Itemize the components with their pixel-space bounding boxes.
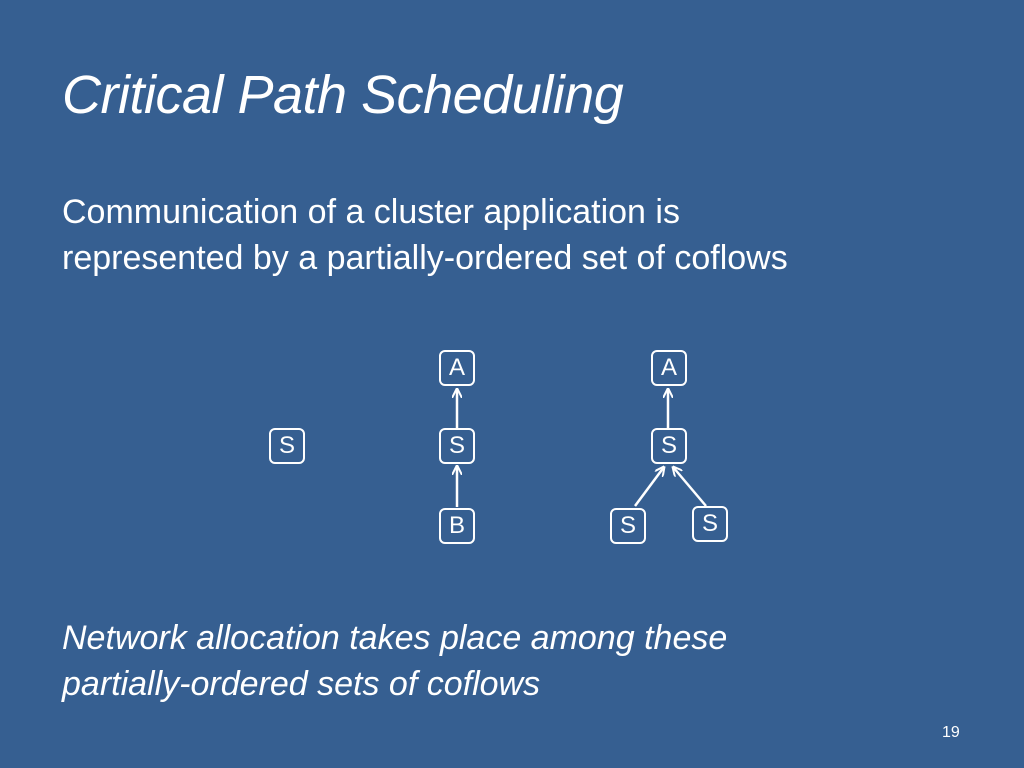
- page-number: 19: [942, 724, 960, 741]
- node-g1-s: S: [269, 428, 305, 464]
- node-g2-b: B: [439, 508, 475, 544]
- body-line-2: represented by a partially-ordered set o…: [62, 239, 788, 277]
- footer-text: Network allocation takes place among the…: [62, 615, 727, 707]
- body-line-1: Communication of a cluster application i…: [62, 193, 680, 231]
- body-text: Communication of a cluster application i…: [62, 189, 788, 281]
- edge-g3-right-to-s: [673, 467, 707, 507]
- slide-title: Critical Path Scheduling: [62, 65, 624, 125]
- node-g3-s-left: S: [610, 508, 646, 544]
- node-g2-a: A: [439, 350, 475, 386]
- node-g3-a: A: [651, 350, 687, 386]
- edge-g3-left-to-s: [633, 467, 664, 507]
- node-g3-s-mid: S: [651, 428, 687, 464]
- footer-line-2: partially-ordered sets of coflows: [62, 665, 541, 703]
- node-g3-s-right: S: [692, 506, 728, 542]
- node-g2-s: S: [439, 428, 475, 464]
- footer-line-1: Network allocation takes place among the…: [62, 619, 728, 657]
